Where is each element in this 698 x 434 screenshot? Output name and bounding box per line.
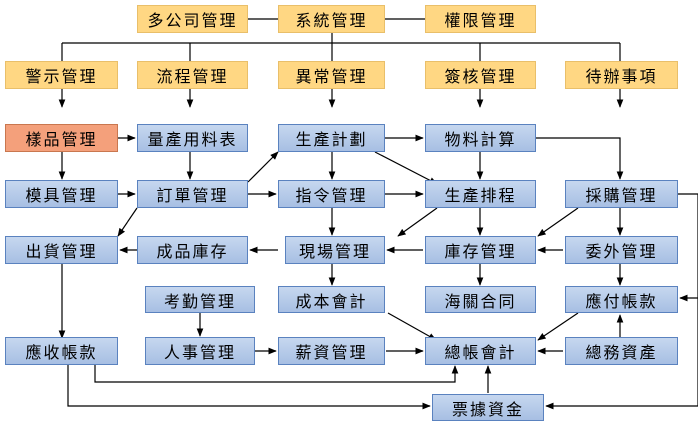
node-label: 指令管理 — [295, 186, 368, 205]
connector-arrow — [387, 312, 437, 341]
connector-arrow — [247, 151, 279, 183]
node-sample[interactable]: 樣品管理 — [5, 124, 118, 152]
node-label: 系統管理 — [295, 11, 368, 30]
node-label: 總務資產 — [585, 343, 658, 362]
node-label: 成品庫存 — [156, 242, 229, 261]
connector-arrow — [537, 207, 579, 237]
node-order[interactable]: 訂單管理 — [137, 180, 248, 208]
connector-arrow — [397, 207, 438, 237]
node-inventory[interactable]: 庫存管理 — [425, 236, 536, 264]
connector-arrow — [678, 193, 698, 302]
node-customs[interactable]: 海關合同 — [425, 286, 536, 313]
node-label: 採購管理 — [585, 186, 658, 205]
node-production-materials[interactable]: 量產用料表 — [137, 124, 248, 152]
node-label: 現場管理 — [298, 242, 371, 261]
node-receivable[interactable]: 應收帳款 — [5, 337, 118, 365]
node-bills-funds[interactable]: 票據資金 — [432, 394, 544, 421]
node-label: 票據資金 — [451, 399, 524, 419]
node-onsite[interactable]: 現場管理 — [285, 236, 385, 264]
node-label: 樣品管理 — [25, 130, 98, 149]
connector-arrow — [94, 365, 459, 383]
node-attendance[interactable]: 考勤管理 — [145, 286, 255, 313]
node-label: 考勤管理 — [163, 291, 236, 311]
node-payable[interactable]: 應付帳款 — [565, 286, 678, 313]
node-outsource[interactable]: 委外管理 — [565, 236, 678, 264]
node-permission[interactable]: 權限管理 — [425, 5, 536, 33]
node-label: 人事管理 — [163, 343, 236, 362]
node-label: 簽核管理 — [444, 67, 517, 86]
node-mold[interactable]: 模具管理 — [5, 180, 118, 208]
node-label: 警示管理 — [25, 67, 98, 86]
node-todo[interactable]: 待辦事項 — [565, 61, 678, 89]
node-workflow[interactable]: 流程管理 — [137, 61, 248, 89]
node-cost-accounting[interactable]: 成本會計 — [278, 286, 385, 313]
node-purchase[interactable]: 採購管理 — [565, 180, 678, 208]
node-label: 應付帳款 — [585, 291, 658, 311]
node-label: 成本會計 — [295, 291, 368, 311]
node-instruction[interactable]: 指令管理 — [278, 180, 385, 208]
node-production-plan[interactable]: 生產計劃 — [278, 124, 385, 152]
node-label: 多公司管理 — [147, 11, 238, 30]
node-multi-company[interactable]: 多公司管理 — [137, 5, 248, 33]
node-exception[interactable]: 異常管理 — [278, 61, 385, 89]
node-finished-stock[interactable]: 成品庫存 — [137, 236, 248, 264]
node-label: 海關合同 — [444, 291, 517, 311]
connector-arrow — [117, 207, 138, 237]
node-label: 委外管理 — [585, 242, 658, 261]
node-label: 生產計劃 — [295, 130, 368, 149]
connector-arrow — [374, 151, 438, 185]
node-label: 生產排程 — [444, 186, 517, 205]
node-label: 異常管理 — [295, 67, 368, 86]
node-system[interactable]: 系統管理 — [278, 5, 385, 33]
connector-arrow — [545, 298, 698, 410]
node-label: 出貨管理 — [25, 242, 98, 261]
node-general-ledger[interactable]: 總帳會計 — [425, 337, 536, 365]
node-label: 總帳會計 — [444, 343, 517, 362]
node-material-calc[interactable]: 物料計算 — [425, 124, 536, 152]
node-label: 量產用料表 — [147, 130, 238, 149]
node-schedule[interactable]: 生產排程 — [425, 180, 536, 208]
connector-arrow — [67, 365, 431, 410]
node-label: 流程管理 — [156, 67, 229, 86]
node-shipping[interactable]: 出貨管理 — [5, 236, 118, 264]
connector-arrow — [537, 312, 579, 341]
node-label: 庫存管理 — [444, 242, 517, 261]
node-label: 模具管理 — [25, 186, 98, 205]
node-alert[interactable]: 警示管理 — [5, 61, 118, 89]
node-personnel[interactable]: 人事管理 — [145, 337, 255, 365]
node-label: 物料計算 — [444, 130, 517, 149]
node-approval[interactable]: 簽核管理 — [425, 61, 536, 89]
node-label: 權限管理 — [444, 11, 517, 30]
connector-arrow — [536, 137, 624, 180]
node-label: 薪資管理 — [295, 343, 368, 362]
node-label: 訂單管理 — [156, 186, 229, 205]
node-label: 應收帳款 — [25, 343, 98, 362]
node-label: 待辦事項 — [585, 67, 658, 86]
node-general-assets[interactable]: 總務資產 — [565, 337, 678, 365]
node-payroll[interactable]: 薪資管理 — [278, 337, 385, 365]
